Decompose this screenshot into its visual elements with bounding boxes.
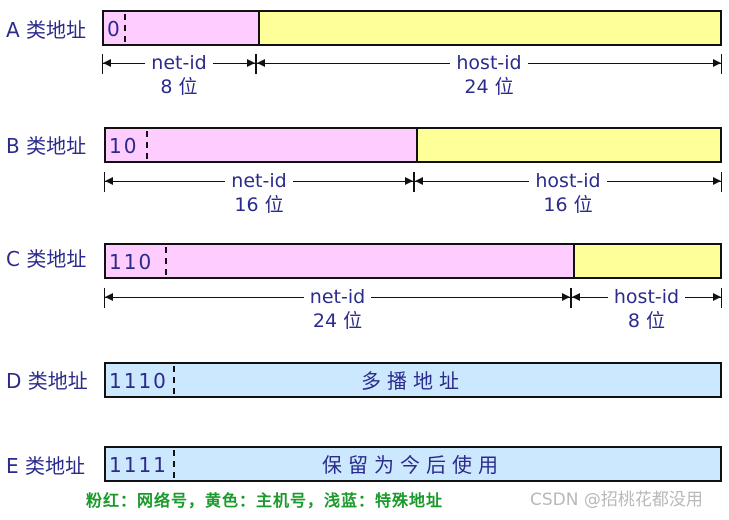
host-id-label: host-id xyxy=(414,170,722,192)
class-e-prefix-divider xyxy=(173,450,175,478)
class-c-host-segment xyxy=(573,245,720,277)
dimension-tick-right xyxy=(255,54,256,74)
dimension-tick-left xyxy=(104,172,105,192)
class-d-prefix-divider xyxy=(173,366,175,394)
class-c-prefix-divider xyxy=(165,247,167,275)
host-bits-label: 8 位 xyxy=(627,310,666,332)
net-id-label: net-id xyxy=(104,170,414,192)
arrow-left-icon xyxy=(103,59,111,67)
arrow-right-icon xyxy=(713,293,721,301)
net-id-label: net-id xyxy=(104,286,571,308)
net-bits-label: 16 位 xyxy=(234,194,284,216)
arrow-right-icon xyxy=(247,59,255,67)
class-a-net-segment: 0 xyxy=(104,12,258,44)
arrow-right-icon xyxy=(405,177,413,185)
net-bits-label: 24 位 xyxy=(312,310,363,332)
class-a-prefix: 0 xyxy=(107,17,122,41)
arrow-left-icon xyxy=(572,293,580,301)
class-b-prefix-divider xyxy=(146,131,148,159)
dimension-tick-right xyxy=(570,288,571,308)
class-e-description: 保留为今后使用 xyxy=(322,453,504,477)
class-d-label: D 类地址 xyxy=(6,369,88,393)
arrow-right-icon xyxy=(713,177,721,185)
class-e-prefix: 1111 xyxy=(109,453,168,477)
class-c-net-dimension: net-id 24 位 xyxy=(104,286,571,336)
class-e-address-bar: 1111 保留为今后使用 xyxy=(104,446,722,482)
arrow-left-icon xyxy=(105,177,113,185)
dimension-tick-right xyxy=(721,172,722,192)
net-id-label: net-id xyxy=(102,52,256,74)
dimension-tick-left xyxy=(256,54,257,74)
class-b-label: B 类地址 xyxy=(6,134,87,158)
dimension-tick-right xyxy=(721,288,722,308)
class-c-host-dimension: host-id 8 位 xyxy=(571,286,722,336)
host-id-label: host-id xyxy=(256,52,722,74)
host-bits-label: 16 位 xyxy=(543,194,593,216)
arrow-left-icon xyxy=(415,177,423,185)
class-e-reserved-segment: 1111 保留为今后使用 xyxy=(106,448,720,480)
class-c-address-bar: 110 xyxy=(104,243,722,279)
class-a-address-bar: 0 xyxy=(102,10,722,46)
class-b-prefix: 10 xyxy=(109,134,139,158)
dimension-tick-left xyxy=(571,288,572,308)
class-b-net-dimension: net-id 16 位 xyxy=(104,170,414,220)
class-b-net-segment: 10 xyxy=(106,129,416,161)
host-id-label: host-id xyxy=(571,286,722,308)
arrow-right-icon xyxy=(562,293,570,301)
class-e-label: E 类地址 xyxy=(6,454,85,478)
class-a-host-segment xyxy=(258,12,720,44)
dimension-tick-left xyxy=(104,288,105,308)
class-b-host-segment xyxy=(416,129,720,161)
color-legend: 粉红：网络号，黄色：主机号，浅蓝：特殊地址 xyxy=(86,491,444,510)
class-d-multicast-segment: 1110 多播地址 xyxy=(106,364,720,396)
dimension-tick-right xyxy=(413,172,414,192)
class-d-description: 多播地址 xyxy=(361,369,465,393)
class-d-prefix: 1110 xyxy=(109,369,168,393)
watermark: CSDN @招桃花都没用 xyxy=(530,490,703,510)
net-bits-label: 8 位 xyxy=(160,76,198,98)
class-b-address-bar: 10 xyxy=(104,127,722,163)
dimension-tick-right xyxy=(721,54,722,74)
class-a-prefix-divider xyxy=(124,14,126,42)
arrow-right-icon xyxy=(713,59,721,67)
class-c-label: C 类地址 xyxy=(6,247,87,271)
arrow-left-icon xyxy=(105,293,113,301)
dimension-tick-left xyxy=(102,54,103,74)
class-a-host-dimension: host-id 24 位 xyxy=(256,52,722,102)
dimension-tick-left xyxy=(414,172,415,192)
class-b-host-dimension: host-id 16 位 xyxy=(414,170,722,220)
host-bits-label: 24 位 xyxy=(464,76,514,98)
class-d-address-bar: 1110 多播地址 xyxy=(104,362,722,398)
class-c-net-segment: 110 xyxy=(106,245,573,277)
class-a-net-dimension: net-id 8 位 xyxy=(102,52,256,102)
arrow-left-icon xyxy=(257,59,265,67)
class-a-label: A 类地址 xyxy=(6,18,87,42)
class-c-prefix: 110 xyxy=(109,250,154,274)
